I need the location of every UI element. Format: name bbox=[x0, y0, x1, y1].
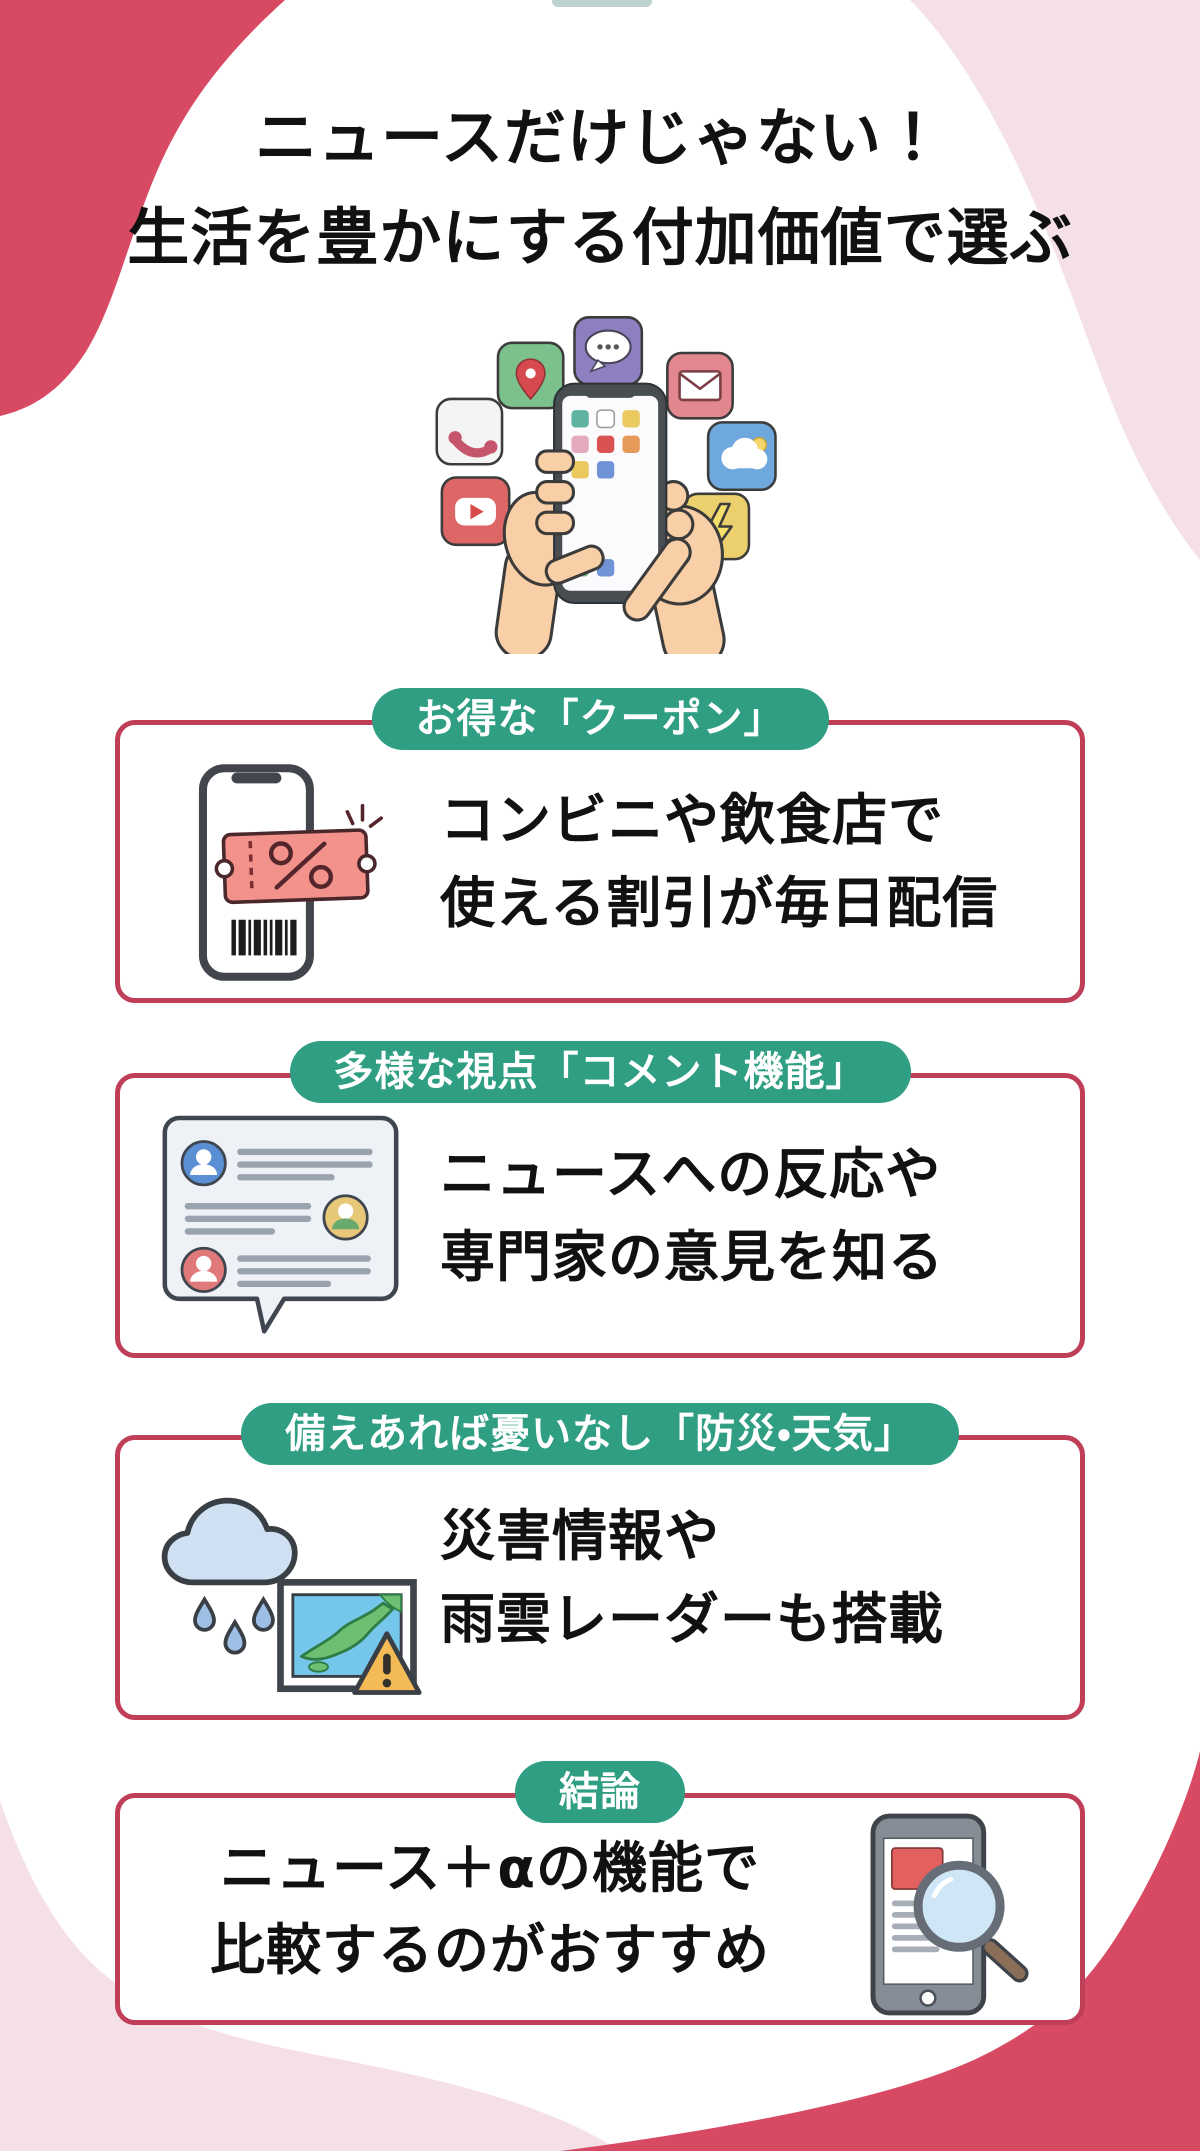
right-index-finger bbox=[622, 537, 692, 622]
warning-triangle bbox=[351, 1630, 422, 1695]
section-text-line-1: ニュース＋αの機能で bbox=[219, 1835, 761, 1900]
magnifier-handle bbox=[981, 1937, 1029, 1982]
magnifier-lens bbox=[913, 1860, 1005, 1952]
video-play-icon bbox=[440, 476, 511, 547]
section-text: ニュース＋αの機能で 比較するのがおすすめ bbox=[120, 1827, 830, 1992]
coupon-phone-icon bbox=[120, 733, 440, 990]
comment-bubble-icon bbox=[120, 1087, 440, 1344]
section-text: ニュースへの反応や 専門家の意見を知る bbox=[440, 1133, 1080, 1298]
section-text-line-2: 雨雲レーダーも搭載 bbox=[440, 1586, 945, 1651]
section-card: ニュース＋αの機能で 比較するのがおすすめ bbox=[115, 1793, 1085, 2025]
comment-row-1 bbox=[180, 1140, 373, 1187]
top-edge-mark bbox=[552, 0, 652, 7]
section-weather: 備えあれば憂いなし「防災・天気」 bbox=[115, 1403, 1085, 1720]
page-title-line-1: ニュースだけじゃない！ bbox=[255, 101, 945, 174]
weather-cloud-icon bbox=[706, 421, 777, 492]
page-title: ニュースだけじゃない！ 生活を豊かにする付加価値で選ぶ bbox=[0, 88, 1200, 289]
section-badge: 備えあれば憂いなし「防災・天気」 bbox=[241, 1403, 959, 1465]
left-fingers bbox=[535, 449, 605, 585]
sparkle-lines bbox=[345, 803, 383, 828]
section-text: コンビニや飲食店で 使える割引が毎日配信 bbox=[440, 779, 1080, 944]
section-card: コンビニや飲食店で 使える割引が毎日配信 bbox=[115, 720, 1085, 1003]
comment-row-2 bbox=[184, 1194, 369, 1241]
section-text-line-1: ニュースへの反応や bbox=[440, 1142, 942, 1206]
section-badge: 結論 bbox=[515, 1761, 685, 1823]
barcode bbox=[230, 919, 297, 956]
mail-envelope-icon bbox=[666, 351, 734, 420]
section-coupon: お得な「クーポン」 bbox=[115, 688, 1085, 1003]
raindrops bbox=[192, 1595, 275, 1655]
section-comments: 多様な視点「コメント機能」 bbox=[115, 1041, 1085, 1358]
section-card: ニュースへの反応や 専門家の意見を知る bbox=[115, 1073, 1085, 1358]
section-text: 災害情報や 雨雲レーダーも搭載 bbox=[440, 1495, 1080, 1660]
phone-magnifier-icon bbox=[830, 1802, 1080, 2017]
section-text-line-1: 災害情報や bbox=[440, 1504, 721, 1568]
section-conclusion: 結論 ニュース＋αの機能で 比較するのがおすすめ bbox=[115, 1761, 1085, 2025]
section-card: 災害情報や 雨雲レーダーも搭載 bbox=[115, 1435, 1085, 1720]
section-text-line-2: 専門家の意見を知る bbox=[440, 1224, 945, 1289]
page-title-line-2: 生活を豊かにする付加価値で選ぶ bbox=[127, 201, 1073, 275]
section-badge: 多様な視点「コメント機能」 bbox=[289, 1041, 911, 1103]
location-pin-icon bbox=[496, 341, 565, 410]
phone-call-icon bbox=[435, 397, 504, 466]
chat-bubble-icon bbox=[573, 316, 644, 386]
section-badge: お得な「クーポン」 bbox=[371, 688, 829, 750]
rain-cloud-map-icon bbox=[120, 1448, 440, 1708]
comment-row-3 bbox=[180, 1246, 371, 1293]
section-text-line-2: 比較するのがおすすめ bbox=[209, 1918, 770, 1982]
section-text-line-2: 使える割引が毎日配信 bbox=[440, 870, 999, 935]
hero-illustration bbox=[435, 316, 777, 654]
section-text-line-1: コンビニや飲食店で bbox=[440, 788, 945, 852]
